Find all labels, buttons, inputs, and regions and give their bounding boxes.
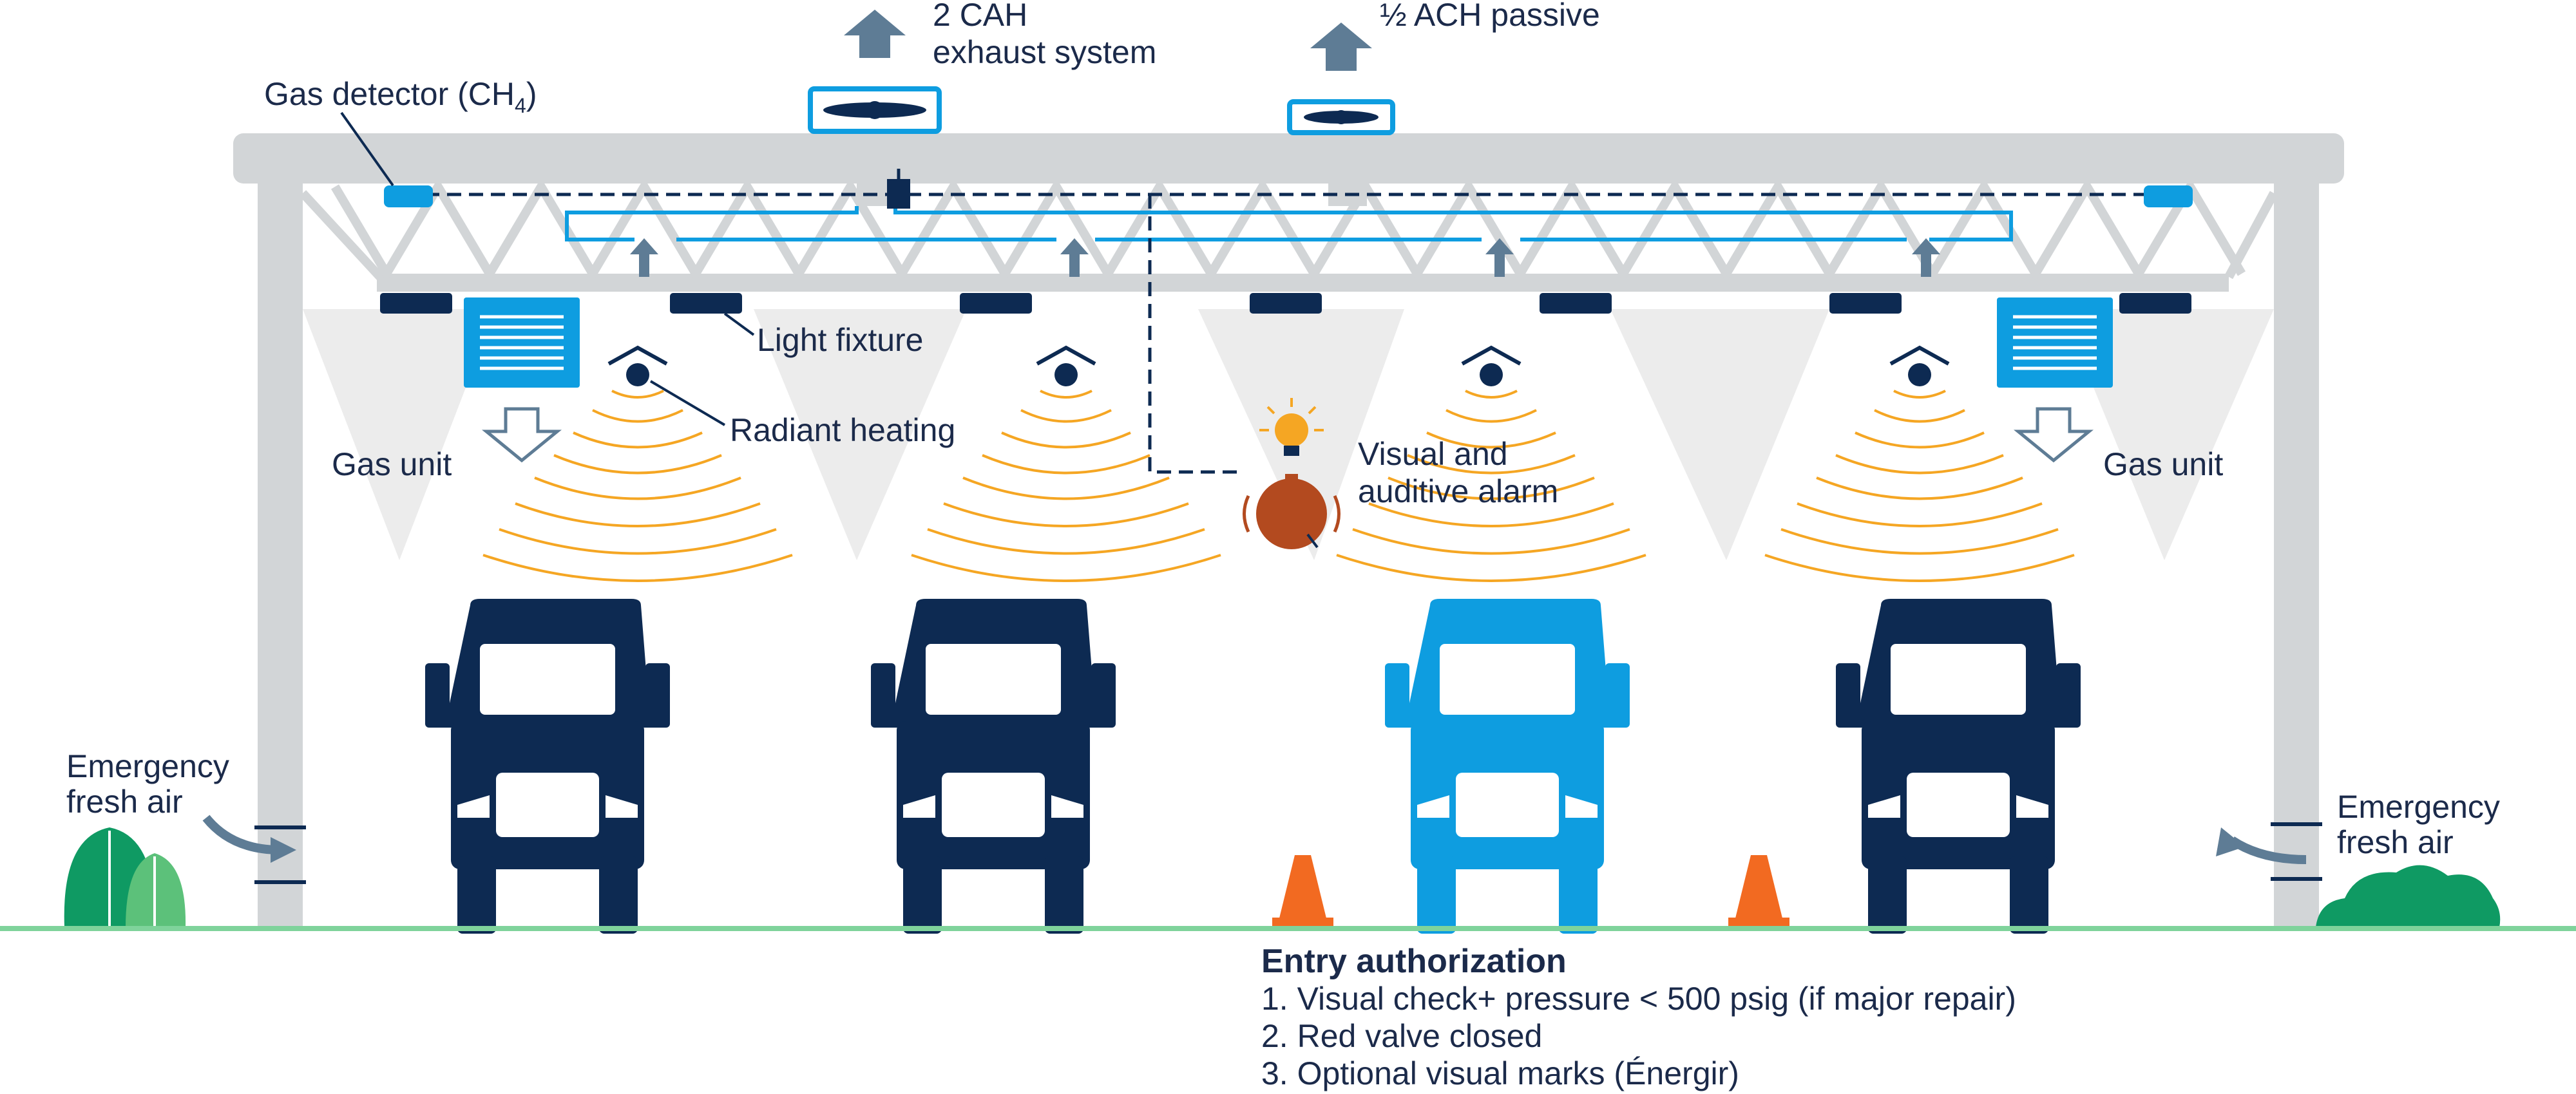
label-passive: ½ ACH passive bbox=[1380, 0, 1600, 33]
label-alarm-line2: auditive alarm bbox=[1358, 473, 1558, 509]
entry-authorization-item: 3. Optional visual marks (Énergir) bbox=[1261, 1055, 1739, 1091]
fresh-air-right bbox=[2216, 822, 2322, 881]
label-exhaust-line2: exhaust system bbox=[933, 34, 1156, 70]
label-gas-detector: Gas detector (CH4) bbox=[264, 76, 537, 117]
exhaust-duct bbox=[565, 206, 2013, 241]
passive-up-arrow-icon bbox=[1310, 23, 1372, 71]
gas-detector-icon bbox=[340, 111, 2193, 207]
fresh-air-left bbox=[202, 815, 306, 884]
label-fresh-air-left-line2: fresh air bbox=[66, 784, 183, 820]
label-alarm-line1: Visual and bbox=[1358, 436, 1508, 472]
truck-icon bbox=[1385, 599, 1630, 934]
label-fresh-air-right-line1: Emergency bbox=[2337, 789, 2500, 825]
bush-icon bbox=[2316, 865, 2501, 927]
truck-icon bbox=[871, 599, 1116, 934]
alarm-bell-icon bbox=[1243, 474, 1340, 549]
ground-line bbox=[0, 926, 2576, 931]
light-fixture-icon bbox=[380, 293, 2191, 314]
radiant-heating-leader bbox=[649, 380, 726, 426]
entry-authorization-item: 1. Visual check+ pressure < 500 psig (if… bbox=[1261, 981, 2016, 1017]
label-fresh-air-left-line1: Emergency bbox=[66, 748, 229, 784]
extraction-arrows bbox=[630, 238, 1940, 277]
lightbulb-icon bbox=[1259, 398, 1324, 456]
label-gas-unit-left: Gas unit bbox=[332, 446, 452, 482]
label-light-fixture: Light fixture bbox=[757, 322, 923, 358]
heat-waves bbox=[482, 390, 2075, 582]
fan-controller-icon bbox=[887, 179, 910, 209]
light-fixture-leader bbox=[723, 312, 755, 336]
exhaust-up-arrow-icon bbox=[844, 10, 906, 58]
traffic-cone-icon bbox=[1272, 855, 1789, 927]
label-gas-unit-right: Gas unit bbox=[2103, 446, 2223, 482]
entry-authorization: Entry authorization 1. Visual check+ pre… bbox=[1261, 943, 2016, 1091]
radiant-heater-icon bbox=[607, 345, 1950, 386]
truck-icon bbox=[1836, 599, 2081, 934]
gas-unit-icon bbox=[1997, 297, 2113, 463]
control-wiring bbox=[425, 169, 2151, 474]
bush-icon bbox=[64, 827, 186, 927]
entry-authorization-item: 2. Red valve closed bbox=[1261, 1018, 1542, 1054]
entry-authorization-title: Entry authorization bbox=[1261, 943, 1567, 980]
gas-unit-icon bbox=[464, 297, 580, 463]
label-radiant-heating: Radiant heating bbox=[730, 412, 955, 448]
label-exhaust-line1: 2 CAH bbox=[933, 0, 1027, 33]
label-fresh-air-right-line2: fresh air bbox=[2337, 824, 2454, 860]
truck-icon bbox=[425, 599, 670, 934]
